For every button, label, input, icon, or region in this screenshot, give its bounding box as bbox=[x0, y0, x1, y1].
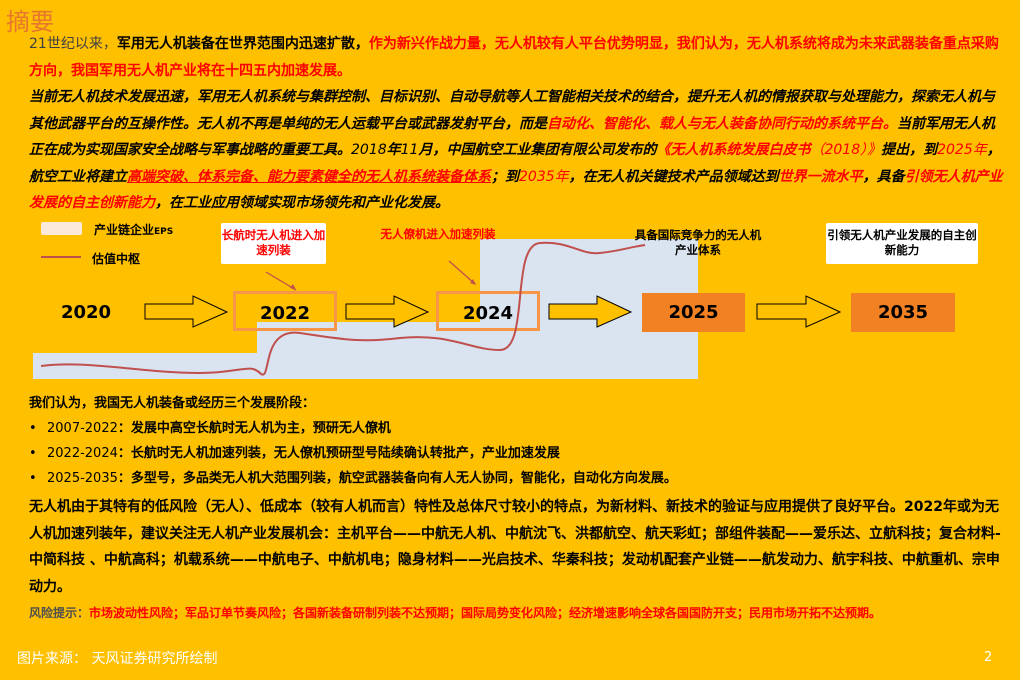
text-span-highlight: （2018）》 bbox=[810, 142, 882, 159]
page-number: 2 bbox=[984, 650, 993, 665]
callout-2035: 引领无人机产业发展的自主创新能力 bbox=[826, 223, 978, 264]
text-span: 2018 bbox=[351, 142, 387, 159]
year-2024: 2024 bbox=[436, 291, 540, 331]
callout-2022: 长航时无人机进入加速列装 bbox=[221, 223, 326, 264]
arrows-and-curve bbox=[40, 241, 842, 376]
text-span-highlight: 2025年 bbox=[937, 142, 987, 159]
text-span: ，在工业应用领域实现市场领先和产业化发展。 bbox=[155, 195, 449, 212]
legend-valuation-swatch bbox=[41, 256, 81, 258]
text-span-highlight: 自动化、智能化、载人与无人装备协同行动的系统平台。 bbox=[547, 115, 897, 132]
callout-2025: 具备国际竞争力的无人机产业体系 bbox=[634, 228, 762, 257]
text-span-highlight: 世界一流水平 bbox=[778, 168, 863, 185]
text-span: 当前无人机技术发展迅速，军用无人机系统与集群控制、目标识别、自动导航等人工智能相… bbox=[29, 89, 995, 132]
callout-pointer bbox=[448, 260, 476, 285]
list-item: 2007-2022：发展中高空长航时无人机为主，预研无人僚机 bbox=[29, 416, 989, 441]
year-2035: 2035 bbox=[851, 293, 955, 332]
right-arrow-icon bbox=[756, 295, 842, 328]
legend-valuation-label: 估值中枢 bbox=[92, 252, 141, 266]
stage-years: 2007-2022 bbox=[47, 421, 118, 436]
right-arrow-icon bbox=[144, 295, 229, 328]
legend-eps-swatch bbox=[41, 222, 82, 235]
legend-text-suffix: EPS bbox=[154, 227, 174, 237]
page-title: 摘要 bbox=[6, 8, 54, 36]
development-stages: 我们认为，我国无人机装备或经历三个发展阶段： 2007-2022：发展中高空长航… bbox=[29, 391, 989, 491]
valuation-curve bbox=[40, 241, 646, 376]
risk-label: 风险提示： bbox=[29, 606, 90, 620]
stages-list: 2007-2022：发展中高空长航时无人机为主，预研无人僚机 2022-2024… bbox=[29, 416, 989, 491]
stage-text: ：长航时无人机加速列装，无人僚机预研型号陆续确认转批产，产业加速发展 bbox=[117, 446, 560, 461]
text-span: 当前军用无人机正在成为实现国家安全战略与军事战略的重要工具。 bbox=[29, 115, 995, 159]
list-item: 2025-2035：多型号，多品类无人机大范围列装，航空武器装备向有人无人协同，… bbox=[29, 466, 989, 491]
image-source: 图片来源： 天风证券研究所绘制 bbox=[17, 651, 218, 667]
right-arrow-icon bbox=[548, 295, 633, 328]
right-arrow-icon bbox=[345, 295, 430, 328]
text-span: 月，中国航空工业集团有限公司发布的 bbox=[418, 142, 657, 159]
legend-text: 产业链企业 bbox=[94, 223, 155, 237]
text-span-highlight: 高端突破、体系完备、能力要素健全的无人机系统装备体系 bbox=[127, 168, 491, 185]
text-span: 提出，到 bbox=[881, 142, 938, 159]
year-2025: 2025 bbox=[642, 293, 745, 332]
stage-text: ：发展中高空长航时无人机为主，预研无人僚机 bbox=[117, 421, 391, 436]
text-span-highlight: 引领无人机产业发展的自主创新能力 bbox=[29, 168, 1003, 212]
year-2020: 2020 bbox=[60, 302, 112, 323]
stage-text: ：多型号，多品类无人机大范围列装，航空武器装备向有人无人协同，智能化，自动化方向… bbox=[117, 471, 677, 486]
summary-paragraph-1: 21世纪以来，军用无人机装备在世界范围内迅速扩散，作为新兴作战力量，无人机较有人… bbox=[29, 31, 1004, 84]
risk-warning: 风险提示：市场波动性风险；军品订单节奏风险；各国新装备研制列装不达预期；国际局势… bbox=[29, 604, 881, 621]
text-span: 军用无人机装备在世界范围内迅速扩散， bbox=[116, 36, 369, 52]
stage-years: 2022-2024 bbox=[47, 446, 118, 461]
risk-text: 市场波动性风险；军品订单节奏风险；各国新装备研制列装不达预期；国际局势变化风险；… bbox=[89, 606, 882, 620]
development-timeline-diagram: 产业链企业EPS 估值中枢 2020 2022 2024 2025 2035 长… bbox=[0, 215, 1020, 385]
text-span-highlight: 作为新兴作战力量，无人机较有人平台优势明显，我们认为，无人机系统将成为未来武器装… bbox=[29, 36, 999, 79]
recommendation-paragraph: 无人机由于其特有的低风险（无人）、低成本（较有人机而言）特性及总体尺寸较小的特点… bbox=[29, 499, 1001, 595]
stages-intro: 我们认为，我国无人机装备或经历三个发展阶段： bbox=[29, 396, 316, 411]
callout-2024: 无人僚机进入加速列装 bbox=[380, 227, 496, 241]
text-span: ，在无人机关键技术产品领域达到 bbox=[568, 168, 779, 185]
summary-paragraph-2: 当前无人机技术发展迅速，军用无人机系统与集群控制、目标识别、自动导航等人工智能相… bbox=[29, 84, 1004, 217]
legend-eps-label: 产业链企业EPS bbox=[94, 221, 173, 238]
text-span: 21世纪以来， bbox=[29, 36, 117, 52]
text-span-highlight: 2035年 bbox=[519, 168, 569, 185]
year-2022: 2022 bbox=[233, 291, 337, 331]
text-span: ，具备 bbox=[862, 168, 905, 185]
list-item: 2022-2024：长航时无人机加速列装，无人僚机预研型号陆续确认转批产，产业加… bbox=[29, 441, 989, 466]
stage-years: 2025-2035 bbox=[47, 471, 118, 486]
text-span: ；到 bbox=[491, 168, 519, 185]
text-span-highlight: 《无人机系统发展白皮书 bbox=[656, 142, 811, 159]
text-span: ，航空工业将建立 bbox=[29, 142, 1001, 185]
text-span: 11 bbox=[400, 142, 419, 159]
eps-area-step-1 bbox=[33, 353, 698, 379]
text-span: 年 bbox=[386, 142, 401, 159]
